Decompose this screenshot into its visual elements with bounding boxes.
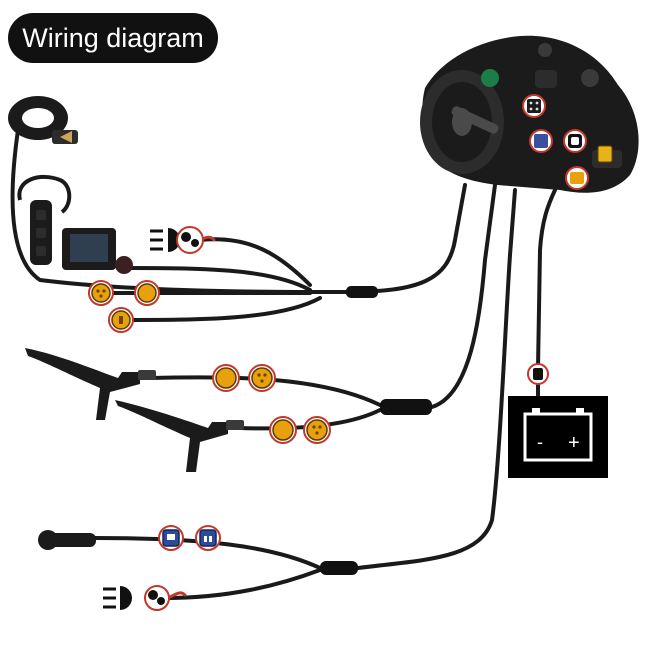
headlight-icon bbox=[150, 228, 180, 252]
motor-port-display bbox=[522, 94, 546, 118]
battery-icon: - + bbox=[508, 396, 608, 478]
cable-lower-trunk bbox=[356, 188, 517, 570]
cable-rear-light bbox=[163, 568, 322, 600]
cable-harness bbox=[10, 128, 557, 600]
battery-plus-sign: + bbox=[568, 432, 580, 454]
light-connector bbox=[144, 585, 170, 611]
motor-port-power bbox=[597, 145, 613, 163]
motor-port-brake bbox=[529, 129, 553, 153]
battery-lead-connector bbox=[527, 363, 549, 385]
diagram-title: Wiring diagram bbox=[22, 22, 204, 53]
throttle-connector-pair bbox=[88, 280, 160, 306]
thumb-throttle-icon bbox=[8, 96, 78, 144]
cable-speed-sensor bbox=[93, 536, 322, 570]
brake-right-connectors bbox=[269, 416, 331, 444]
cable-lower-branch bbox=[118, 296, 322, 322]
speed-sensor-connectors bbox=[158, 525, 221, 551]
cable-headlight-front bbox=[198, 237, 312, 287]
motor-port-battery bbox=[565, 166, 589, 190]
light-icon bbox=[103, 586, 132, 610]
main-cable-upper bbox=[343, 183, 467, 294]
lower-branch-connector bbox=[108, 307, 134, 333]
brake-lever-left-icon bbox=[25, 348, 156, 420]
junction-sleeve-lower bbox=[320, 561, 358, 575]
junction-sleeve-upper bbox=[346, 286, 378, 298]
cable-display bbox=[118, 266, 312, 292]
headlight-connector bbox=[176, 226, 204, 254]
junction-sleeve-brakes bbox=[380, 399, 432, 415]
brake-lever-right-icon bbox=[115, 400, 244, 472]
cable-battery bbox=[536, 188, 557, 370]
cable-brake-trunk bbox=[430, 183, 497, 409]
button-pad-icon bbox=[17, 174, 72, 265]
title-badge: Wiring diagram bbox=[8, 13, 218, 63]
motor-port-sensor bbox=[563, 129, 587, 153]
battery-minus-sign: - bbox=[537, 432, 543, 452]
mid-drive-motor-icon bbox=[420, 35, 639, 193]
speed-sensor-icon bbox=[38, 530, 96, 550]
display-icon bbox=[62, 228, 133, 274]
brake-left-connectors bbox=[212, 364, 276, 392]
